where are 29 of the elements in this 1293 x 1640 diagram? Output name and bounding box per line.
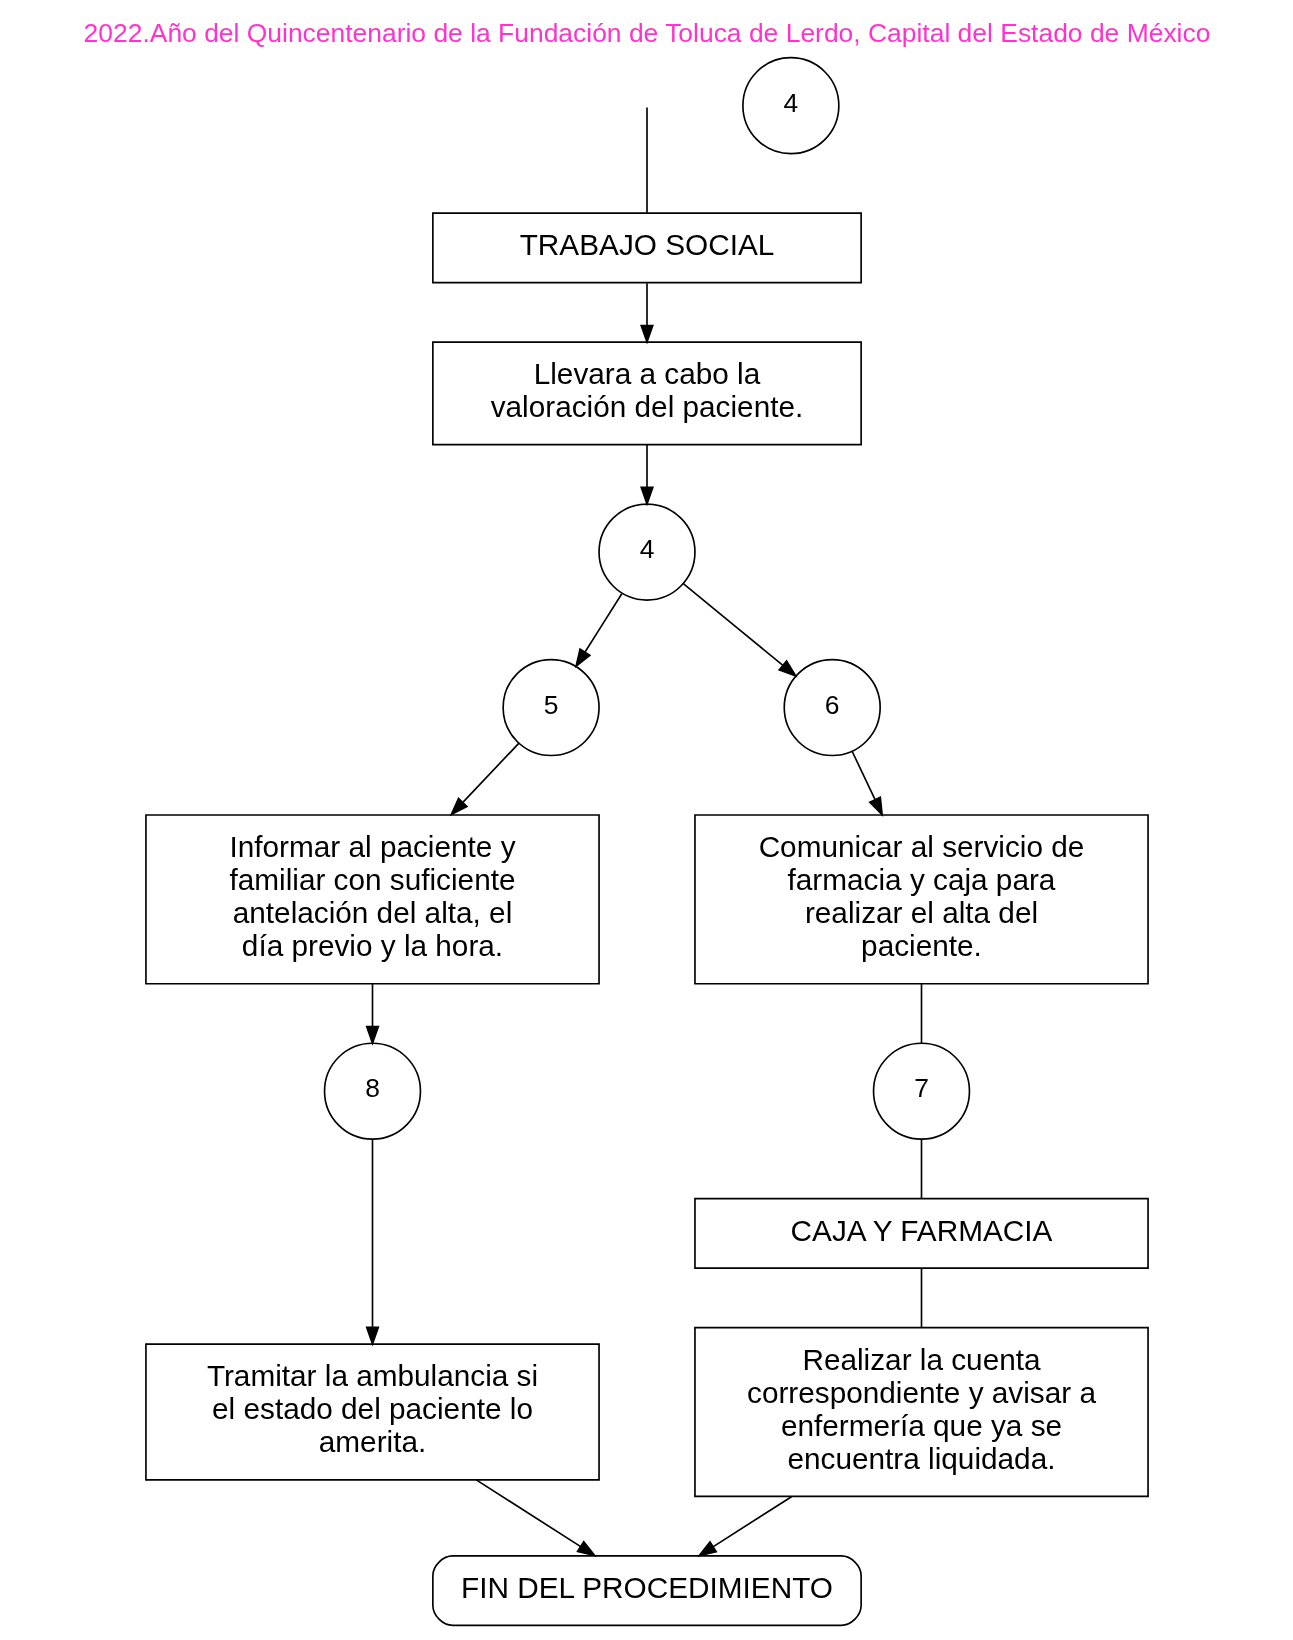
node-box: TRABAJO SOCIAL	[431, 212, 862, 284]
node-circle: 6	[782, 658, 881, 757]
node-box: Realizar la cuenta correspondiente y avisar a enfermería que ya se encuentra liquidada.	[693, 1326, 1149, 1498]
node-box: Tramitar la ambulancia si el estado del paciente lo amerita.	[144, 1343, 600, 1481]
connector	[645, 106, 648, 214]
node-box: CAJA Y FARMACIA	[693, 1197, 1149, 1269]
node-circle: 5	[501, 658, 600, 757]
node-circle: 4	[597, 503, 696, 601]
node-box: Comunicar al servicio de farmacia y caja para realizar el alta del paciente.	[693, 814, 1149, 985]
arrow	[474, 1479, 597, 1557]
connector	[920, 1268, 922, 1329]
arrow	[574, 592, 623, 669]
arrow	[365, 1138, 379, 1347]
arrow	[639, 443, 654, 507]
arrow	[850, 750, 883, 817]
node-circle: 4	[741, 56, 840, 155]
node-box: Informar al paciente y familiar con suficiente antelación del alta, el día previo y la hora.	[144, 814, 600, 985]
arrow	[449, 742, 520, 817]
arrow	[365, 982, 379, 1046]
node-circle: 7	[872, 1042, 970, 1140]
diagram-title: 2022.Año del Quincentenario de la Fundación de Toluca de Lerdo, Capital del Estado de México	[83, 18, 1210, 49]
connector	[920, 982, 922, 1044]
connector	[920, 1139, 922, 1200]
node-circle: 8	[323, 1042, 421, 1140]
node-box: FIN DEL PROCEDIMIENTO	[431, 1555, 862, 1627]
arrow	[639, 282, 654, 345]
arrow	[682, 583, 798, 678]
arrow	[696, 1495, 792, 1557]
node-box: Llevara a cabo la valoración del paciente.	[431, 341, 862, 446]
